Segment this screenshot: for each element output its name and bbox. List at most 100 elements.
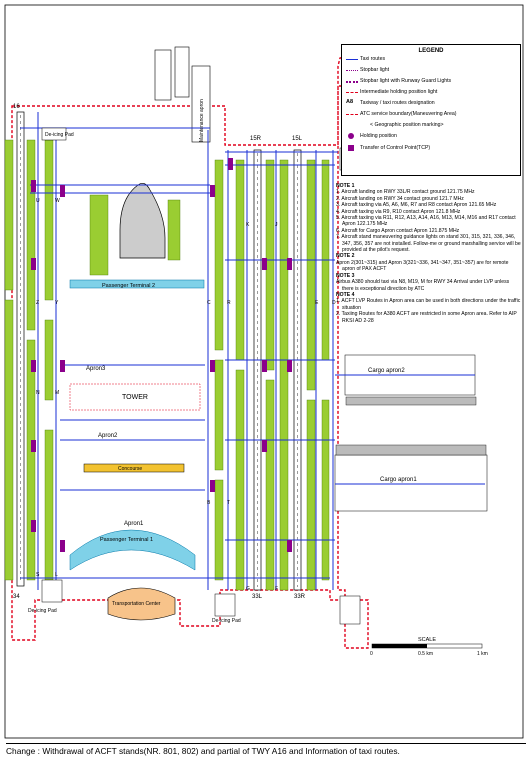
cargo-apron1-area: [334, 454, 488, 512]
deicing-pad-s: [214, 593, 236, 617]
label-cargo-apron2: Cargo apron2: [368, 368, 405, 374]
legend-title: LEGEND: [418, 48, 444, 54]
legend-item-taxiway-designation: Taxiway / taxi routes designation: [360, 100, 435, 106]
label-apron1: Apron1: [124, 521, 144, 527]
twy-label: N: [36, 390, 40, 396]
label-transportation: Transportation Center: [112, 601, 161, 607]
holding-positions: [31, 158, 292, 552]
label-terminal2: Passenger Terminal 2: [102, 283, 155, 289]
scale-bar: SCALE 0 0.5 km 1 km: [370, 637, 488, 657]
legend-item-taxi-routes: Taxi routes: [360, 56, 386, 62]
twy-label: C: [207, 300, 211, 306]
twy-label: D: [332, 300, 336, 306]
label-rwy16: 16: [13, 104, 20, 110]
note4-heading: NOTE 4: [336, 291, 355, 298]
passenger-terminal1: [69, 529, 196, 571]
note2-item: Apron 2(301~315) and Apron 3(321~336, 34…: [336, 259, 509, 273]
note1-heading: NOTE 1: [336, 183, 355, 189]
twy-label: M: [55, 390, 60, 396]
legend-item-geographic: < Geographic position marking>: [370, 122, 444, 128]
twy-label: G: [246, 586, 250, 592]
twy-label: B: [207, 500, 211, 506]
atc-boundary: [11, 54, 373, 649]
twy-label: J: [275, 222, 278, 228]
runway-15r-33l: [253, 149, 262, 591]
twy-label: F: [275, 586, 279, 592]
atc-boundary-icon: [346, 114, 358, 115]
cargo-building2: [345, 396, 477, 406]
cargo-building1: [335, 444, 487, 456]
note1-item: 7. Aircraft stand maneuvering guidance l…: [336, 234, 521, 254]
notes: NOTE 1 1. Aircraft landing on RWY 33L/R …: [336, 183, 522, 324]
twy-label: R: [227, 300, 231, 306]
runway-15l-33r: [293, 149, 302, 591]
maintenance-apron: [191, 65, 211, 143]
legend-item-stopbar: Stopbar light: [360, 67, 390, 73]
label-rwy15l: 15L: [292, 136, 303, 142]
label-deicing-s: De-icing Pad: [212, 618, 241, 624]
tcp-icon: [348, 145, 354, 151]
twy-label: W: [55, 198, 60, 204]
grass-areas: [4, 139, 330, 591]
note4-item: 2. Taxiing Routes for A380 ACFT are rest…: [336, 311, 517, 324]
label-rwy33r: 33R: [294, 594, 306, 600]
runway-16-34: [16, 111, 25, 587]
legend-item-atc-boundary: ATC service boundary(Maneuvering Area): [360, 111, 457, 117]
label-rwy34: 34: [13, 594, 20, 600]
legend-item-intermediate: Intermediate holding position light: [360, 89, 438, 95]
passenger-terminal2: [69, 279, 205, 289]
label-terminal1: Passenger Terminal 1: [100, 537, 153, 543]
legend-item-tcp: Transfer of Control Point(TCP): [360, 145, 431, 151]
label-deicing-nw: De-icing Pad: [45, 132, 74, 138]
taxi-routes: [20, 112, 485, 590]
twy-label: L: [55, 572, 58, 578]
transportation-center: [107, 587, 176, 621]
label-cargo-apron1: Cargo apron1: [380, 477, 417, 483]
twy-label: S: [36, 572, 40, 578]
note4-item: 1. ACFT LVP Routes in Apron area can be …: [336, 298, 521, 311]
twy-label: Y: [55, 300, 59, 306]
deicing-pad-sw: [41, 579, 63, 603]
note1-item: 1. Aircraft landing on RWY 33L/R contact…: [336, 189, 475, 196]
deicing-pad-nw: [41, 127, 67, 141]
scale-tick-1: 0.5 km: [418, 651, 433, 657]
twy-label: E: [315, 300, 319, 306]
twy-label: K: [246, 222, 250, 228]
note3-heading: NOTE 3: [336, 272, 355, 279]
maintenance-building: [154, 49, 172, 101]
change-note: Change : Withdrawal of ACFT stands(NR. 8…: [6, 743, 526, 760]
taxiway-code-icon: A8: [346, 99, 354, 105]
note2-heading: NOTE 2: [336, 253, 355, 260]
scale-title: SCALE: [418, 637, 436, 643]
concourse: [83, 463, 185, 473]
note1-item: 3. Aircraft taxiing via A5, A6, M6, R7 a…: [336, 202, 497, 209]
stopbar-icon: [346, 70, 358, 71]
legend-item-stopbar-rgl: Stopbar light with Runway Guard Lights: [360, 78, 452, 84]
taxi-route-icon: [346, 59, 358, 60]
scale-tick-2: 1 km: [477, 651, 488, 657]
deicing-pad-se: [339, 595, 361, 625]
twy-label: U: [36, 198, 40, 204]
label-concourse: Concourse: [118, 466, 142, 472]
label-rwy33l: 33L: [252, 594, 263, 600]
note1-item: 4. Aircraft taxiing via R9, R10 contact …: [336, 208, 461, 215]
hangar: [174, 46, 190, 98]
scale-tick-0: 0: [370, 651, 373, 657]
legend-item-holding: Holding position: [360, 133, 397, 139]
note3-item: Airbus A380 should taxi via N8, M19, M f…: [336, 279, 510, 292]
note1-item: 6. Aircraft for Cargo Apron contact Apro…: [336, 227, 460, 234]
label-apron2: Apron2: [98, 433, 118, 439]
twy-label: T: [227, 500, 231, 506]
label-tower: TOWER: [122, 394, 148, 401]
holding-position-icon: [348, 133, 354, 139]
twy-label: Z: [36, 300, 40, 306]
intermediate-holding-icon: [346, 92, 358, 93]
legend: LEGEND Taxi routes Stopbar light Stopbar…: [341, 44, 521, 176]
note1-item: 5. Aircraft taxiing via R11, R12, A13, A…: [336, 215, 516, 228]
tower-area: [69, 383, 201, 411]
label-maintenance: Maintenance apron: [199, 99, 205, 142]
note1-item: 2. Aircraft landing on RWY 34 contact gr…: [336, 195, 464, 202]
terminal2-building: [119, 183, 166, 259]
label-rwy15r: 15R: [250, 136, 262, 142]
